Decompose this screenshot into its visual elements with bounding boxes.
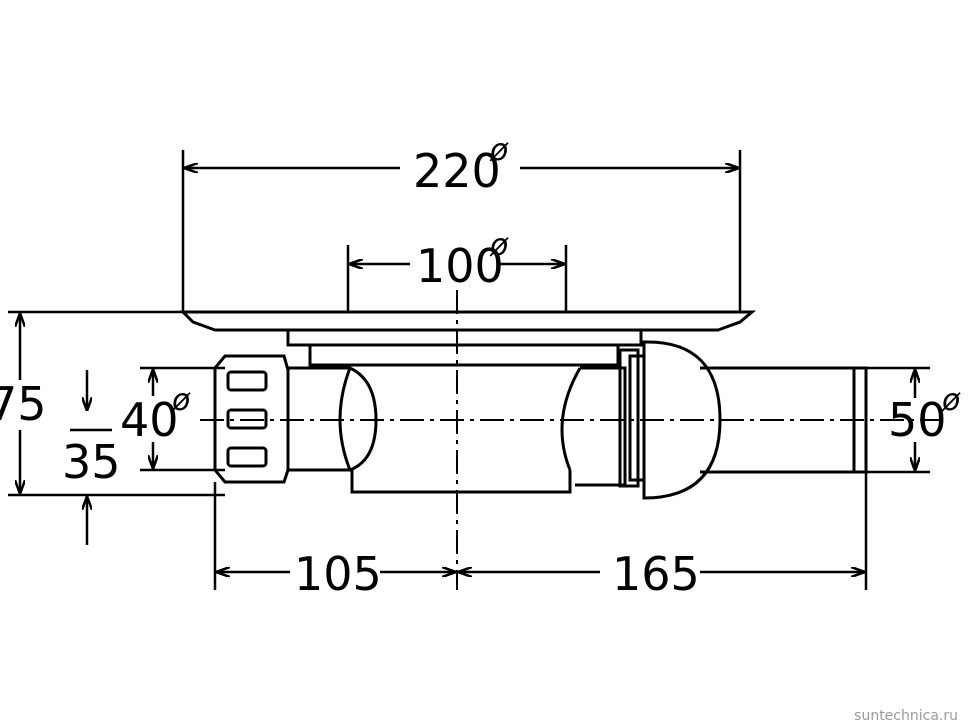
total-height-value: 75 (0, 377, 47, 431)
grate-plate (179, 310, 757, 367)
outlet-top-diameter-value: 100 (416, 239, 504, 293)
water-seal-value: 35 (62, 435, 121, 489)
center-lines (200, 290, 940, 590)
inlet-diameter-value: 40 (120, 393, 179, 447)
inlet-length-value: 105 (294, 547, 382, 601)
inlet-diameter-symbol: ø (171, 383, 191, 418)
outlet-diameter-value: 50 (888, 393, 947, 447)
outlet-length-value: 165 (612, 547, 700, 601)
grate-diameter-value: 220 (413, 144, 501, 198)
extension-lines (8, 150, 930, 590)
watermark: suntechnica.ru (854, 708, 958, 724)
outlet-top-diameter-symbol: ø (489, 228, 509, 263)
grate-diameter-symbol: ø (489, 133, 509, 168)
dimension-lines (20, 168, 915, 572)
outlet-diameter-symbol: ø (941, 383, 961, 418)
